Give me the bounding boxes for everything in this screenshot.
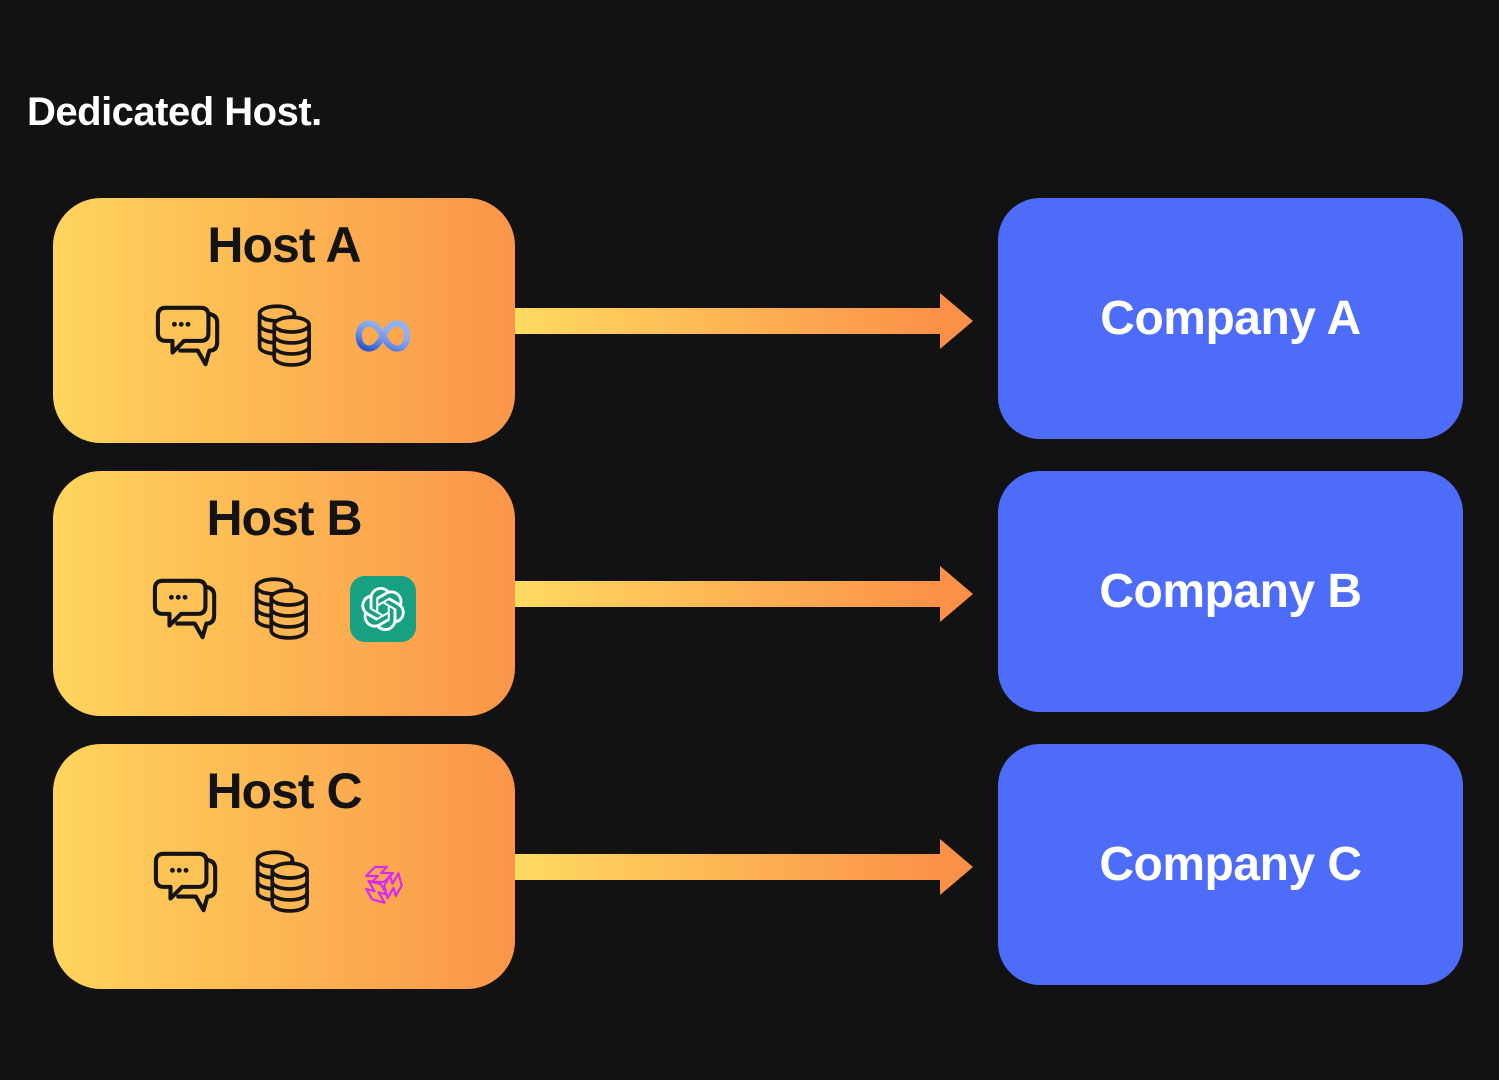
company-label: Company A	[1100, 292, 1361, 345]
chat-icon	[153, 849, 221, 915]
company-card-c: Company C	[998, 744, 1463, 985]
host-title: Host A	[207, 217, 361, 273]
arrow-head-icon	[940, 565, 973, 622]
host-icon-row	[153, 842, 415, 922]
chat-icon	[155, 303, 223, 369]
host-card-a: Host A	[53, 198, 515, 443]
arrow-zone	[515, 198, 998, 443]
arrow-zone	[515, 471, 998, 716]
host-icon-row	[152, 569, 416, 649]
row-b: Host B Company B	[53, 471, 1463, 716]
database-icon	[255, 849, 309, 913]
arrow-zone	[515, 744, 998, 989]
company-card-a: Company A	[998, 198, 1463, 439]
database-icon	[257, 303, 311, 367]
knot-logo-icon	[362, 865, 408, 909]
host-title: Host C	[206, 763, 362, 819]
meta-logo-icon	[353, 316, 413, 356]
company-label: Company C	[1099, 838, 1362, 891]
openai-logo-icon	[350, 576, 416, 642]
row-c: Host C Company C	[53, 744, 1463, 989]
rows-container: Host A Company A Host B	[53, 198, 1463, 989]
host-title: Host B	[206, 490, 362, 546]
host-card-b: Host B	[53, 471, 515, 716]
row-a: Host A Company A	[53, 198, 1463, 443]
chat-icon	[152, 576, 220, 642]
company-card-b: Company B	[998, 471, 1463, 712]
arrow-head-icon	[940, 838, 973, 895]
arrow-head-icon	[940, 292, 973, 349]
company-label: Company B	[1099, 565, 1362, 618]
host-icon-row	[155, 296, 413, 376]
arrow-bar	[515, 853, 941, 880]
database-icon	[254, 576, 308, 640]
host-card-c: Host C	[53, 744, 515, 989]
page-title: Dedicated Host.	[27, 90, 322, 134]
arrow-bar	[515, 580, 941, 607]
arrow-bar	[515, 307, 941, 334]
